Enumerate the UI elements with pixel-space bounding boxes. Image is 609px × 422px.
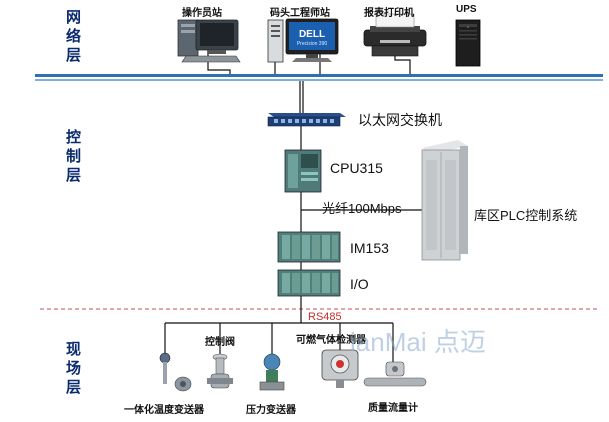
- plc-cabinet-icon: [421, 140, 468, 261]
- control-valve-label: 控制阀: [205, 337, 235, 348]
- engineer-station-icon: [267, 18, 339, 63]
- gas-detector-label: 可燃气体检测器: [296, 335, 366, 346]
- ups-label: UPS: [456, 4, 477, 15]
- report-printer-icon: [363, 13, 427, 57]
- engineer-station-label: 码头工程师站: [270, 8, 330, 19]
- layer-label-control: 控制层: [65, 128, 82, 184]
- field-bus: [164, 322, 394, 368]
- operator-station-icon: [177, 19, 241, 63]
- mass-flowmeter-icon: [363, 361, 427, 387]
- ethernet-switch-icon: [267, 113, 346, 127]
- temp-transmitter-label: 一体化温度变送器: [124, 405, 204, 416]
- cpu315-label: CPU315: [330, 160, 383, 176]
- im153-label: IM153: [350, 240, 389, 256]
- io-rack-icon: [277, 269, 341, 297]
- io-label: I/O: [350, 276, 369, 292]
- pressure-transmitter-icon: [259, 353, 285, 391]
- monitor-brand: DELL: [299, 29, 325, 40]
- operator-station-label: 操作员站: [182, 8, 222, 19]
- pressure-transmitter-label: 压力变送器: [246, 405, 296, 416]
- monitor-model: Precision 390: [297, 41, 328, 47]
- temp-transmitter-icon: [159, 352, 192, 392]
- rs485-label: RS485: [308, 311, 342, 323]
- cpu315-module-icon: [284, 149, 322, 193]
- plc-system-label: 库区PLC控制系统: [474, 208, 578, 223]
- network-bus: [35, 74, 603, 81]
- control-valve-icon: [207, 353, 233, 389]
- mass-flowmeter-label: 质量流量计: [368, 403, 418, 414]
- layer-label-network: 网络层: [65, 8, 82, 64]
- ups-icon: [455, 19, 481, 67]
- fiber-label: 光纤100Mbps: [322, 201, 402, 216]
- control-trunk: [299, 81, 304, 323]
- report-printer-label: 报表打印机: [364, 8, 414, 19]
- layer-label-field: 现场层: [65, 340, 82, 396]
- gas-detector-icon: [321, 349, 359, 388]
- im153-rack-icon: [277, 231, 341, 263]
- ethernet-switch-label: 以太网交换机: [358, 112, 442, 128]
- watermark: ianMai 点迈: [350, 327, 486, 357]
